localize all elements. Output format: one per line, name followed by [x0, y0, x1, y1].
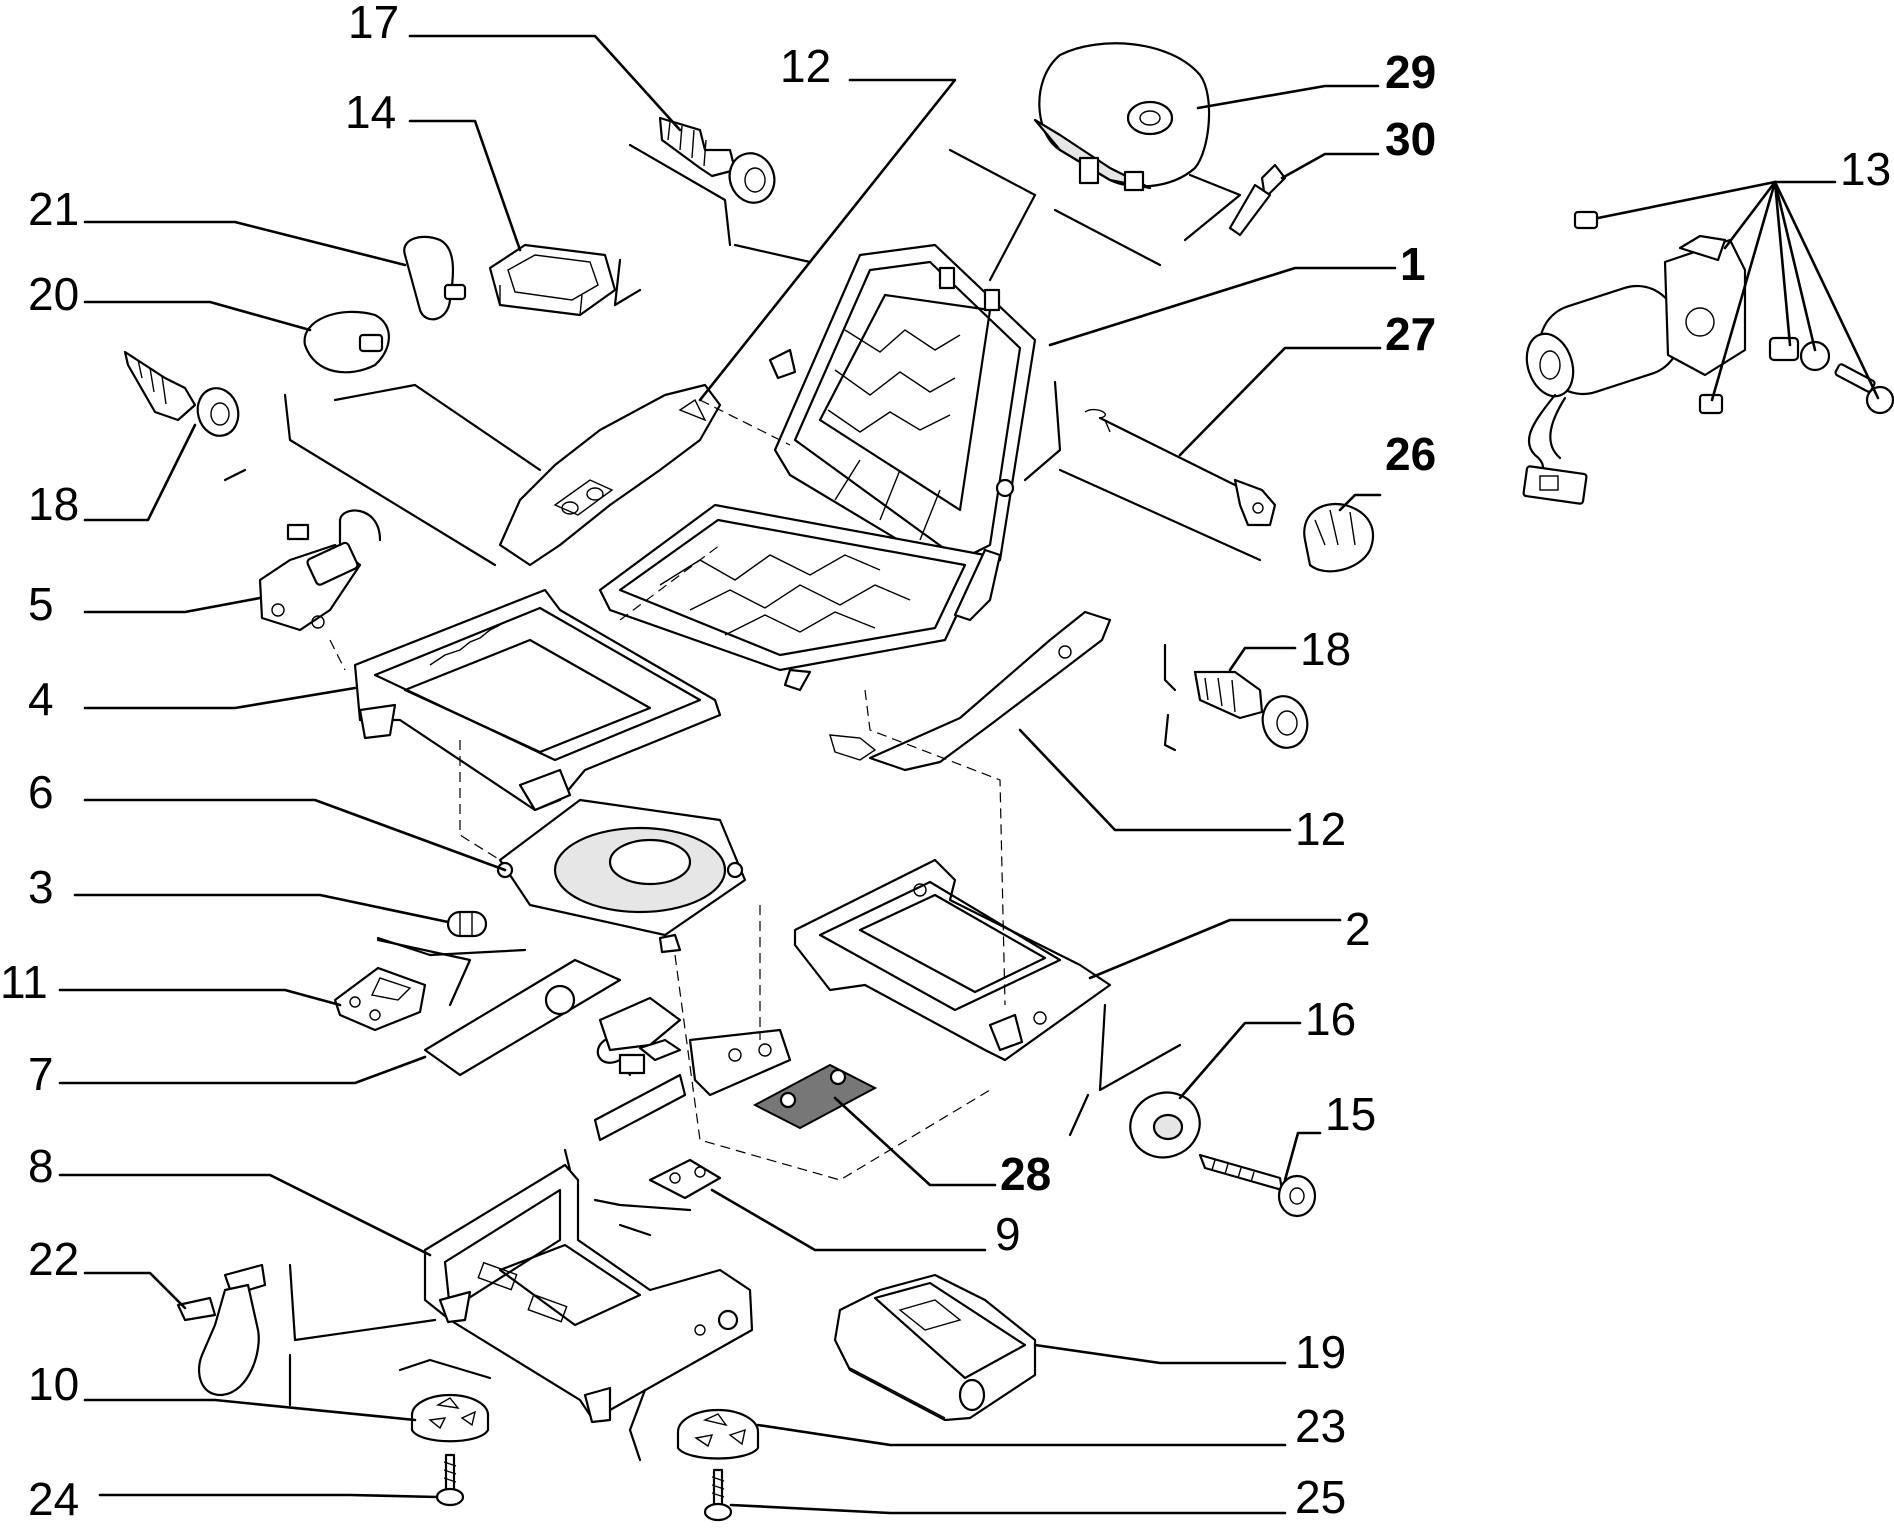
label-27: 27: [1385, 308, 1436, 360]
part-19-cover-box[interactable]: [833, 1273, 1037, 1422]
leader-20: [83, 300, 312, 332]
part-17-plug[interactable]: [658, 116, 781, 209]
part-27-cable[interactable]: [1084, 408, 1277, 527]
leader-22: [83, 1271, 187, 1310]
label-18-right: 18: [1300, 623, 1351, 675]
part-25-screw[interactable]: [703, 1468, 733, 1522]
label-22: 22: [28, 1233, 79, 1285]
label-26: 26: [1385, 428, 1436, 480]
leader-1: [1048, 266, 1397, 347]
label-28: 28: [1000, 1148, 1051, 1200]
label-16: 16: [1305, 993, 1356, 1045]
part-23-foot[interactable]: [676, 1408, 760, 1460]
part-20-knob[interactable]: [303, 310, 390, 374]
part-10-foot[interactable]: [410, 1393, 490, 1443]
part-1-backrest-frame[interactable]: [598, 243, 1037, 692]
part-16-washer[interactable]: [1121, 1083, 1209, 1167]
label-4: 4: [28, 673, 54, 725]
part-5-bracket[interactable]: [258, 509, 382, 632]
label-3: 3: [28, 861, 54, 913]
part-15-bolt[interactable]: [1198, 1153, 1317, 1218]
part-26-knob[interactable]: [1303, 502, 1375, 573]
label-14: 14: [345, 86, 396, 138]
part-3-roller[interactable]: [446, 910, 488, 938]
leader-14: [408, 119, 522, 252]
leader-18-right: [1228, 646, 1297, 672]
label-8: 8: [28, 1140, 54, 1192]
leader-28: [833, 1096, 997, 1187]
part-28-pad[interactable]: [752, 1063, 878, 1130]
leader-13: [1596, 180, 1880, 402]
leader-16: [1178, 1021, 1302, 1100]
part-14-bezel[interactable]: [488, 243, 617, 317]
leader-18-left: [83, 423, 197, 522]
part-7-adjuster[interactable]: [423, 958, 792, 1142]
part-13-motor[interactable]: [1519, 210, 1894, 505]
part-18-plug-right[interactable]: [1193, 670, 1313, 753]
label-23: 23: [1295, 1400, 1346, 1452]
leader-7: [58, 1055, 427, 1085]
leader-25: [729, 1503, 1287, 1515]
label-29: 29: [1385, 46, 1436, 98]
part-22-clip[interactable]: [176, 1263, 267, 1397]
part-4-slide-frame[interactable]: [353, 588, 722, 812]
part-12-trim-left[interactable]: [498, 383, 722, 567]
label-7: 7: [28, 1048, 54, 1100]
part-8-rail-left[interactable]: [423, 1163, 754, 1424]
label-30: 30: [1385, 113, 1436, 165]
leader-15: [1283, 1131, 1322, 1182]
part-11-bracket[interactable]: [333, 966, 427, 1032]
label-1: 1: [1400, 238, 1426, 290]
leader-10: [83, 1398, 417, 1422]
leader-9: [710, 1188, 987, 1252]
leader-6: [83, 798, 507, 872]
label-19: 19: [1295, 1326, 1346, 1378]
assembly-guide-lines: [223, 143, 1262, 1462]
part-6-pan[interactable]: [496, 798, 747, 954]
label-15: 15: [1325, 1088, 1376, 1140]
leader-27: [1178, 346, 1382, 457]
part-12-trim-right[interactable]: [829, 610, 1112, 772]
label-11: 11: [0, 956, 48, 1008]
part-24-screw[interactable]: [435, 1453, 465, 1507]
leader-12-bottom: [1018, 728, 1292, 832]
leader-26: [1338, 493, 1382, 512]
leader-11: [58, 988, 342, 1007]
leader-12-top: [698, 78, 957, 402]
leader-4: [83, 686, 357, 710]
part-21-knob[interactable]: [403, 235, 467, 321]
leader-3: [73, 893, 450, 924]
leader-8: [58, 1173, 432, 1257]
part-30-pin[interactable]: [1228, 163, 1287, 237]
label-13: 13: [1840, 143, 1891, 195]
label-20: 20: [28, 268, 79, 320]
label-24: 24: [28, 1473, 79, 1525]
label-25: 25: [1295, 1471, 1346, 1523]
leader-21: [83, 220, 407, 267]
label-18-left: 18: [28, 478, 79, 530]
leader-23: [756, 1423, 1287, 1447]
label-10: 10: [28, 1358, 79, 1410]
part-29-cover[interactable]: [1033, 42, 1211, 192]
leader-17: [408, 34, 682, 132]
leader-30: [1280, 152, 1380, 180]
part-2-rail-right[interactable]: [793, 858, 1112, 1062]
part-9-plate[interactable]: [648, 1158, 722, 1200]
leader-29: [1196, 84, 1380, 110]
label-21: 21: [28, 183, 79, 235]
label-12-bottom: 12: [1295, 803, 1346, 855]
leader-5: [83, 596, 262, 614]
part-18-plug-left[interactable]: [123, 350, 244, 440]
leader-2: [1088, 918, 1342, 980]
label-12-top: 12: [780, 40, 831, 92]
leader-19: [1033, 1343, 1287, 1365]
label-17: 17: [348, 0, 399, 48]
label-9: 9: [995, 1208, 1021, 1260]
label-6: 6: [28, 766, 54, 818]
label-5: 5: [28, 578, 54, 630]
label-2: 2: [1345, 903, 1371, 955]
leader-24: [98, 1493, 439, 1499]
